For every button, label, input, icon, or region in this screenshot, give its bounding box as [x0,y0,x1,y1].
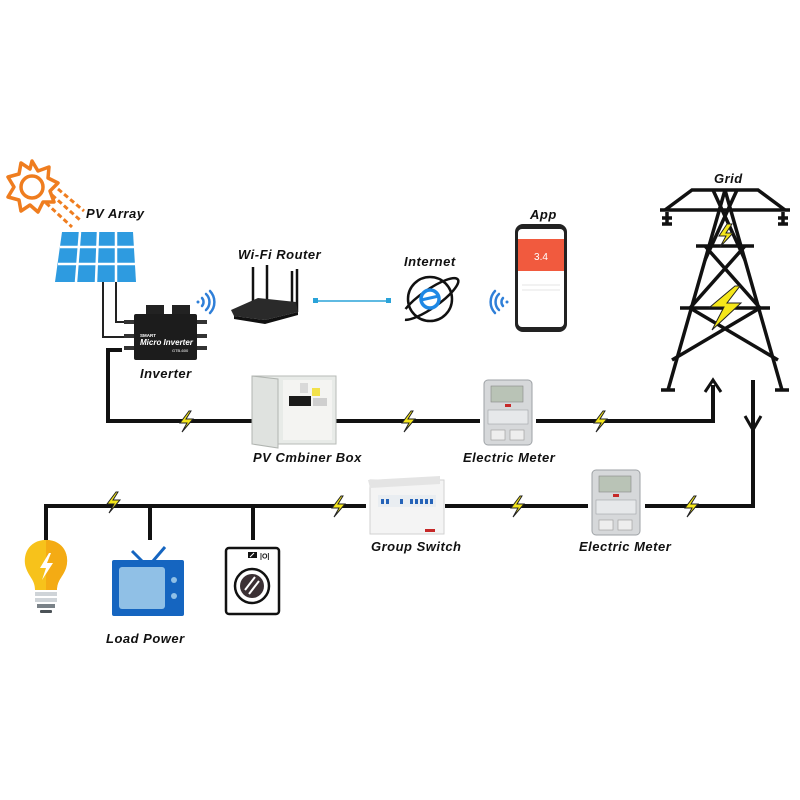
electric-meter-device [591,469,641,536]
arrow-up-icon [703,377,723,393]
internet-label: Internet [404,254,456,269]
wifi-router-icon [231,265,299,324]
pv-cable-positive [115,282,128,323]
load-power-label: Load Power [106,631,185,646]
combiner-box-label: PV Cmbiner Box [253,450,362,465]
bolt-icon [684,495,700,518]
combiner-box-device [251,375,337,449]
bolt-icon [708,285,743,331]
bolt-icon [401,410,417,433]
bolt-icon [593,410,609,433]
inverter-brand: SMART [140,333,156,338]
arrow-down-icon [743,415,763,434]
bolt-icon [510,495,526,518]
power-flow-bolts [106,410,700,518]
group-switch-device [368,476,445,535]
smartphone-app-icon: 3.4 [515,224,567,332]
grid-label: Grid [714,171,743,186]
pv-array-label: PV Array [86,206,145,221]
washing-machine-icon: |O| [224,546,281,616]
app-label: App [529,207,557,222]
inverter-device-name: Micro Inverter [140,338,194,347]
television-icon [112,546,184,616]
app-screen-value: 3.4 [534,252,548,263]
wire-grid-meter [645,380,755,508]
transmission-tower-icon [660,188,790,392]
electric-meter-bottom-label: Electric Meter [579,539,672,554]
micro-inverter-device: SMART Micro Inverter GTB-600 [124,305,207,360]
wifi-router-label: Wi-Fi Router [238,247,322,262]
network-link [313,298,391,303]
inverter-model: GTB-600 [172,348,189,353]
bolt-icon [106,491,122,514]
electric-meter-device [483,379,533,446]
bolt-icon [179,410,195,433]
pv-cable-negative [102,282,128,338]
wifi-signal-icon [196,289,216,315]
bolt-icon [718,223,735,248]
internet-globe-icon [400,275,460,323]
washer-panel-mark: |O| [260,554,269,561]
sun-icon [6,159,85,229]
solar-panel-icon [55,231,136,283]
wifi-signal-icon [489,289,509,315]
group-switch-label: Group Switch [371,539,462,554]
inverter-label: Inverter [140,366,192,381]
wire-inverter-combiner [106,348,252,423]
electric-meter-top-label: Electric Meter [463,450,556,465]
wire-switch-loads [44,504,366,540]
wire-meter-grid [536,385,715,423]
bolt-icon [331,495,347,518]
light-bulb-icon [24,540,68,613]
